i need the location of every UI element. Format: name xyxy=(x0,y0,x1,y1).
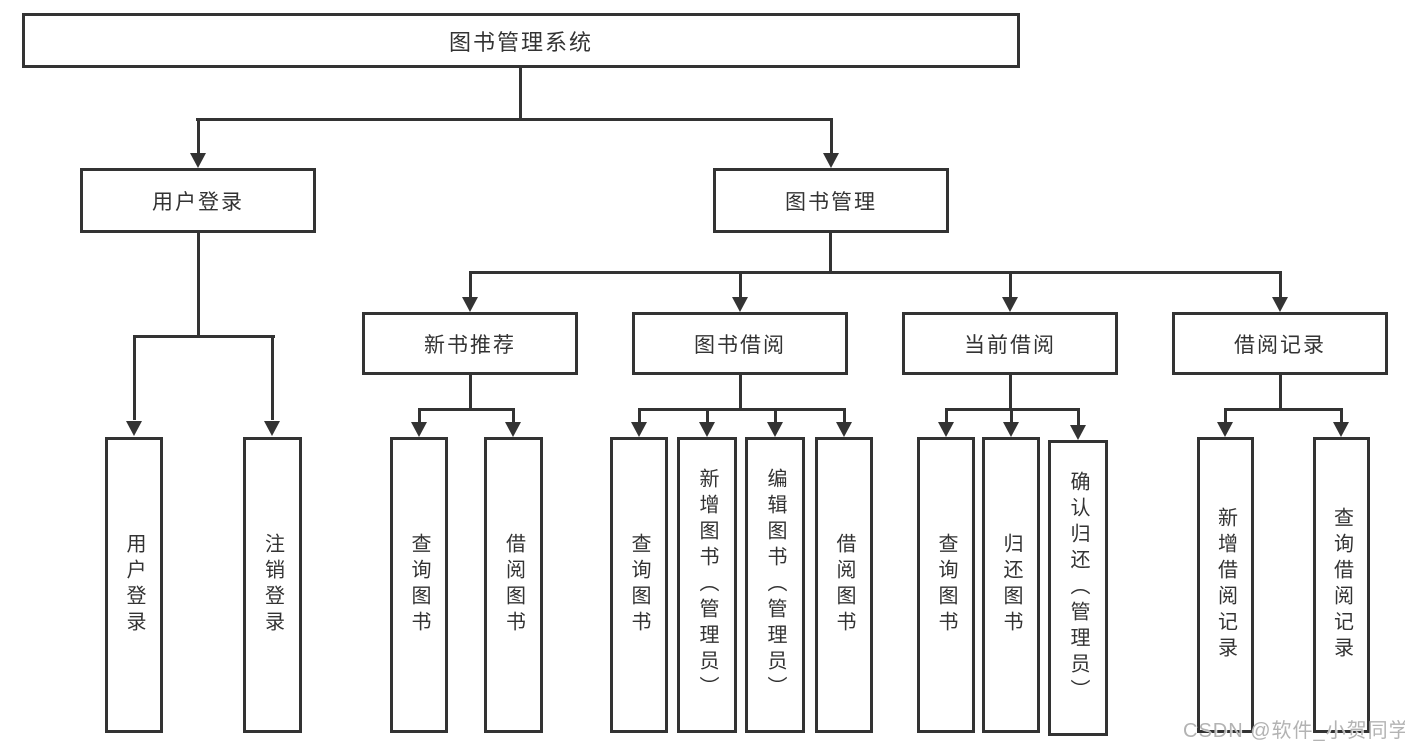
connector-to-book-management xyxy=(830,118,833,156)
arrowhead-add-borrow-record xyxy=(1217,422,1233,437)
arrowhead-query-books-rec xyxy=(411,422,427,437)
connector-book-management-trunk xyxy=(829,231,832,273)
connector-to-leaf-user-login xyxy=(133,335,136,420)
arrowhead-borrow-books-bor xyxy=(836,422,852,437)
connector-to-query-books-bor xyxy=(638,408,641,422)
node-user-login: 用户登录 xyxy=(80,168,316,233)
connector-to-query-books-rec xyxy=(418,408,421,422)
leaf-return-books: 归还图书 xyxy=(982,437,1040,733)
connector-to-return-books xyxy=(1010,408,1013,422)
csdn-watermark: CSDN @软件_小贺同学 xyxy=(1183,720,1405,742)
arrowhead-user-login xyxy=(190,153,206,168)
leaf-add-borrow-record: 新增借阅记录 xyxy=(1197,437,1254,733)
node-book-management: 图书管理 xyxy=(713,168,949,233)
connector-to-query-borrow-record xyxy=(1340,408,1343,422)
arrowhead-query-borrow-record xyxy=(1333,422,1349,437)
leaf-edit-books-admin: 编辑图书（管理员） xyxy=(745,437,805,733)
connector-to-add-books xyxy=(706,408,709,422)
node-borrowing-records: 借阅记录 xyxy=(1172,312,1388,375)
connector-to-book-borrowing xyxy=(739,271,742,298)
connector-to-borrowing-records xyxy=(1279,271,1282,298)
leaf-user-login: 用户登录 xyxy=(105,437,163,733)
leaf-query-borrow-record: 查询借阅记录 xyxy=(1313,437,1370,733)
connector-current-trunk xyxy=(1009,373,1012,410)
node-current-borrowing: 当前借阅 xyxy=(902,312,1118,375)
connector-borrowing-rail xyxy=(638,408,846,411)
node-new-book-recommendation: 新书推荐 xyxy=(362,312,578,375)
leaf-add-books-admin: 新增图书（管理员） xyxy=(677,437,737,733)
arrowhead-return-books xyxy=(1003,422,1019,437)
leaf-logout: 注销登录 xyxy=(243,437,302,733)
arrowhead-new-book-recommendation xyxy=(462,297,478,312)
leaf-query-books-borrowing: 查询图书 xyxy=(610,437,668,733)
connector-to-user-login xyxy=(197,118,200,156)
connector-level2-rail xyxy=(196,118,833,121)
connector-user-login-rail xyxy=(133,335,275,338)
arrowhead-borrowing-records xyxy=(1272,297,1288,312)
connector-user-login-trunk xyxy=(197,231,200,338)
leaf-query-books-recommend: 查询图书 xyxy=(390,437,448,733)
connector-to-confirm-return xyxy=(1077,408,1080,425)
arrowhead-query-books-bor xyxy=(631,422,647,437)
connector-borrowing-trunk xyxy=(739,373,742,410)
connector-records-rail xyxy=(1224,408,1342,411)
arrowhead-current-borrowing xyxy=(1002,297,1018,312)
leaf-borrow-books-recommend: 借阅图书 xyxy=(484,437,543,733)
arrowhead-leaf-logout xyxy=(264,421,280,436)
leaf-confirm-return-admin: 确认归还（管理员） xyxy=(1048,440,1108,736)
leaf-borrow-books-borrowing: 借阅图书 xyxy=(815,437,873,733)
connector-level3-rail xyxy=(469,271,1282,274)
arrowhead-add-books xyxy=(699,422,715,437)
connector-to-query-books-cur xyxy=(945,408,948,422)
node-book-borrowing: 图书借阅 xyxy=(632,312,848,375)
leaf-query-books-current: 查询图书 xyxy=(917,437,975,733)
arrowhead-borrow-books-rec xyxy=(505,422,521,437)
connector-to-add-borrow-record xyxy=(1224,408,1227,422)
arrowhead-book-management xyxy=(823,153,839,168)
connector-to-borrow-books-rec xyxy=(512,408,515,422)
connector-to-edit-books xyxy=(774,408,777,422)
arrowhead-leaf-user-login xyxy=(126,421,142,436)
connector-to-borrow-books-bor xyxy=(843,408,846,422)
connector-recommendation-trunk xyxy=(469,373,472,410)
connector-to-leaf-logout xyxy=(271,335,274,420)
connector-recommendation-rail xyxy=(418,408,515,411)
arrowhead-book-borrowing xyxy=(732,297,748,312)
connector-to-current-borrowing xyxy=(1009,271,1012,298)
arrowhead-confirm-return xyxy=(1070,425,1086,440)
connector-to-new-book-recommendation xyxy=(469,271,472,298)
node-root: 图书管理系统 xyxy=(22,13,1020,68)
arrowhead-query-books-cur xyxy=(938,422,954,437)
connector-root-trunk xyxy=(519,66,522,120)
connector-records-trunk xyxy=(1279,373,1282,410)
arrowhead-edit-books xyxy=(767,422,783,437)
